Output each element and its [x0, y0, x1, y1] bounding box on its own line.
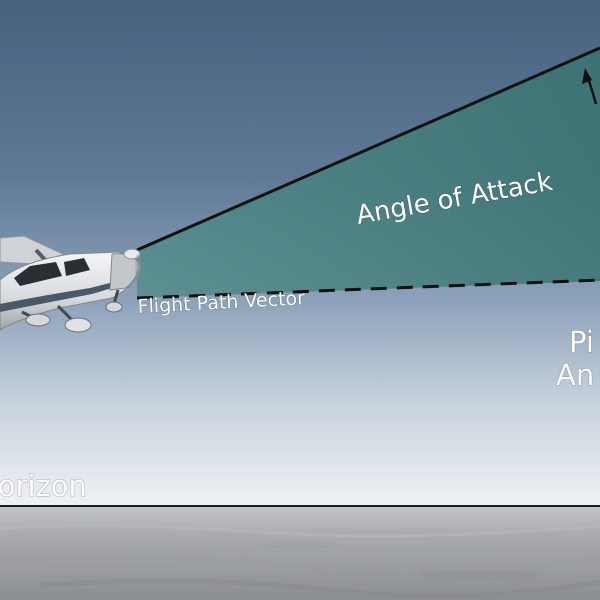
cessna-airplane-icon	[0, 235, 141, 333]
horizon-label: Horizon	[0, 469, 87, 503]
arrowhead-icon	[582, 68, 598, 105]
angle-of-attack-wedge	[137, 48, 600, 298]
ground	[0, 506, 600, 600]
pitch-angle-label-line2: An	[556, 358, 594, 392]
chord-line	[136, 46, 600, 252]
pitch-angle-label-line1: Pi	[569, 325, 594, 359]
